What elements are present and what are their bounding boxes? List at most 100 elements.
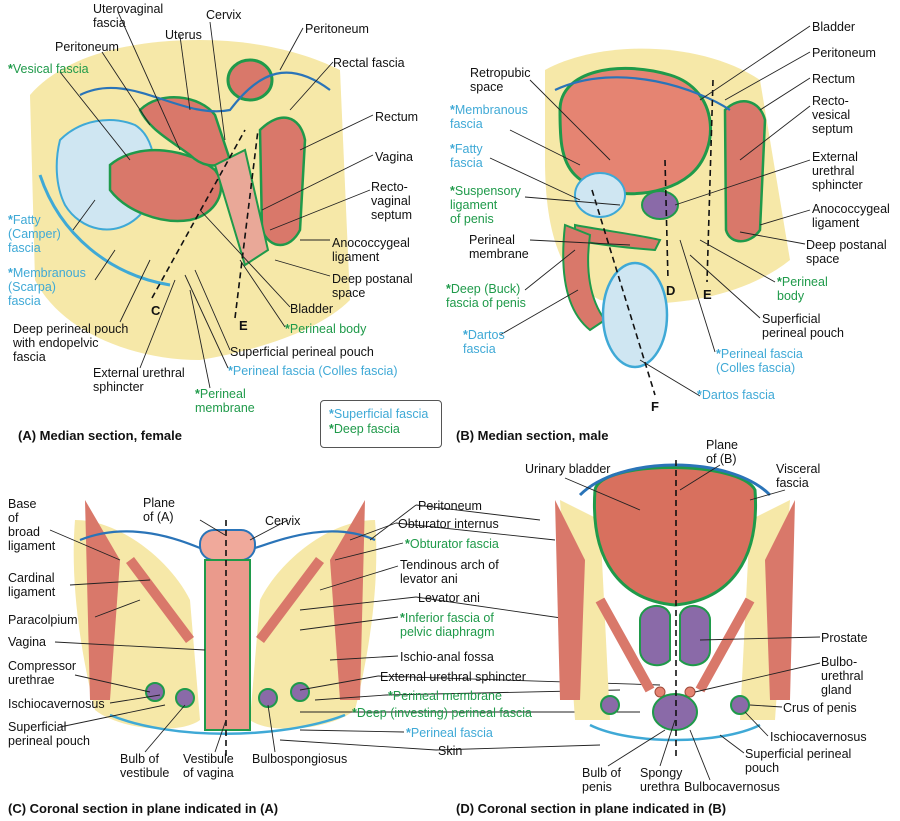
leader-center-1: [415, 504, 541, 521]
leader-c-10: [214, 719, 227, 753]
leader-a-16: [119, 259, 151, 323]
perineal-fascia-d: [589, 723, 761, 742]
levator-d: [595, 597, 755, 693]
fascia-legend: *Superficial fascia *Deep fascia: [320, 400, 442, 448]
leader-b-7: [674, 159, 811, 206]
leader-c-8: [59, 704, 166, 728]
peritoneum-b: [554, 76, 731, 111]
plane-f-line: [591, 189, 656, 396]
leader-c-4: [94, 599, 141, 618]
leader-a-2: [179, 35, 191, 111]
plane-d-line: [664, 159, 669, 281]
bulb-of-penis-d: [652, 693, 698, 731]
label-rectum-b: Rectum: [812, 72, 856, 86]
obturator-d-left: [555, 500, 585, 700]
leader-b-16: [679, 239, 716, 353]
leader-c-5: [54, 641, 206, 651]
leader-center-7: [415, 596, 576, 621]
label-bladder-b: Bladder: [812, 20, 856, 34]
obturator-d-right: [765, 500, 795, 700]
leader-c-6: [74, 674, 151, 693]
label-ischiocavernosus-d: Ischiocavernosus: [770, 730, 867, 744]
leader-a-19: [139, 279, 176, 369]
label-perineal-membrane-c: *Perineal membrane: [388, 689, 502, 703]
leader-d-4: [694, 662, 821, 693]
leader-c-9: [144, 704, 186, 753]
leader-d-10: [659, 719, 676, 767]
leader-d-9: [607, 729, 666, 767]
leader-c-7: [109, 694, 161, 704]
label-ischiocavernosus-c: Ischiocavernosus: [8, 697, 105, 711]
caption-d: (D) Coronal section in plane indicated i…: [456, 801, 727, 816]
leader-center-8: [299, 616, 399, 631]
label-paracolpium: Paracolpium: [8, 613, 78, 627]
leader-b-3: [759, 77, 811, 111]
caption-b: (B) Median section, male: [456, 428, 609, 443]
leader-a-14: [199, 209, 291, 308]
leader-b-6: [489, 157, 581, 201]
leader-center-0: [369, 504, 417, 541]
label-vagina-c: Vagina: [8, 635, 46, 649]
leader-b-12: [524, 249, 576, 291]
leader-center-17: [279, 739, 437, 751]
leader-a-18: [184, 274, 229, 369]
label-rectum-a: Rectum: [375, 110, 419, 124]
leader-a-3: [279, 27, 304, 71]
cervix-c: [199, 529, 256, 561]
leader-center-2: [349, 522, 397, 541]
label-dartos-fascia-b-bottom: *Dartos fascia: [697, 388, 775, 402]
testis-b: [601, 261, 669, 369]
leader-d-2: [749, 489, 786, 501]
label-skin: Skin: [438, 744, 463, 758]
label-ischio-anal-fossa: Ischio-anal fossa: [400, 650, 494, 664]
leader-a-0: [117, 11, 181, 151]
leader-d-3: [699, 636, 821, 641]
legend-superficial-fascia: *Superficial fascia: [329, 407, 429, 421]
caption-a: (A) Median section, female: [18, 428, 182, 443]
leader-a-13: [94, 249, 116, 281]
obturator-c-left: [85, 500, 120, 700]
leader-a-1: [209, 21, 226, 141]
label-peritoneum-center: Peritoneum: [418, 499, 482, 513]
plane-e-line-a: [234, 129, 259, 319]
ischiocavernosus-c-right: [290, 682, 310, 702]
leader-a-11: [274, 259, 331, 277]
vagina-a: [213, 148, 270, 267]
leader-c-0: [49, 529, 121, 561]
leader-a-15: [239, 259, 286, 328]
crus-d-left: [600, 695, 620, 715]
plane-letter-f: F: [651, 399, 659, 414]
leader-b-0: [699, 25, 811, 101]
label-perineal-body-a: *Perineal body: [285, 322, 367, 336]
leader-center-6: [299, 596, 417, 611]
label-bladder-a: Bladder: [290, 302, 334, 316]
bulb-vestibule-c-right: [258, 688, 278, 708]
leader-b-5: [509, 129, 581, 166]
label-prostate: Prostate: [821, 631, 868, 645]
label-urinary-bladder: Urinary bladder: [525, 462, 611, 476]
plane-c-line: [151, 129, 246, 299]
levator-c-left: [126, 557, 194, 643]
leader-d-6: [744, 711, 769, 737]
label-deep-buck-fascia: *Deep (Buck)fascia of penis: [446, 282, 526, 310]
leader-center-10: [299, 675, 379, 691]
leader-c-3: [69, 579, 151, 586]
label-levator-ani: Levator ani: [418, 591, 480, 605]
